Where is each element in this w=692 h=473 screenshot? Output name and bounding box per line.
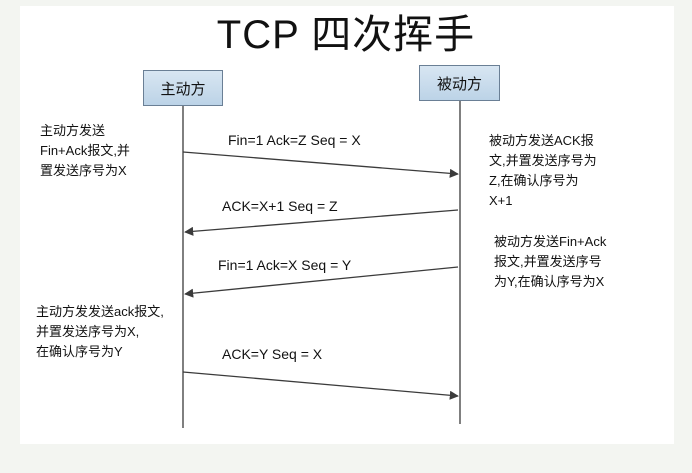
note-passive-fin: 被动方发送Fin+Ack 报文,并置发送序号 为Y,在确认序号为X [494, 232, 606, 292]
slide-background [20, 6, 674, 444]
note-line: 被动方发送Fin+Ack [494, 234, 607, 249]
note-line: 报文,并置发送序号 [494, 254, 602, 269]
note-passive-ack: 被动方发送ACK报 文,并置发送序号为 Z,在确认序号为 X+1 [489, 131, 597, 211]
actor-passive-label: 被动方 [436, 75, 482, 93]
note-line: X+1 [489, 193, 513, 208]
note-line: 并置发送序号为X, [36, 324, 140, 339]
note-line: 被动方发送ACK报 [489, 133, 594, 148]
message-label-2: ACK=X+1 Seq = Z [222, 198, 338, 214]
note-line: 置发送序号为X [40, 163, 127, 178]
note-line: 为Y,在确认序号为X [494, 274, 605, 289]
message-arrow-1 [182, 151, 459, 178]
note-active-fin: 主动方发送 Fin+Ack报文,并 置发送序号为X [40, 121, 130, 181]
actor-passive-box: 被动方 [419, 65, 500, 101]
message-label-4: ACK=Y Seq = X [222, 346, 323, 362]
actor-active-box: 主动方 [143, 70, 223, 106]
message-arrow-4 [182, 371, 459, 400]
actor-active-label: 主动方 [160, 80, 206, 98]
message-arrow-2 [184, 209, 459, 236]
message-label-1: Fin=1 Ack=Z Seq = X [228, 132, 361, 148]
note-line: 文,并置发送序号为 [489, 153, 597, 168]
note-line: Z,在确认序号为 [489, 173, 579, 188]
note-line: 主动方发送 [40, 123, 106, 138]
note-line: Fin+Ack报文,并 [40, 143, 130, 158]
note-line: 主动方发发送ack报文, [36, 304, 164, 319]
message-arrow-3 [184, 266, 459, 298]
diagram-title: TCP 四次挥手 [216, 13, 476, 57]
note-line: 在确认序号为Y [36, 344, 123, 359]
note-active-ack: 主动方发发送ack报文, 并置发送序号为X, 在确认序号为Y [36, 302, 164, 362]
message-label-3: Fin=1 Ack=X Seq = Y [218, 257, 352, 273]
